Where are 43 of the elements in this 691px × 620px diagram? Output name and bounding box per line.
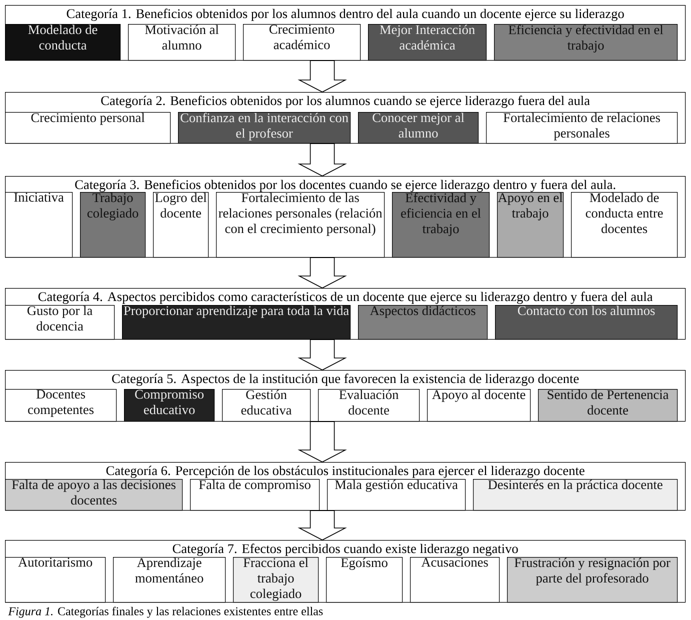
category-cell: Sentido de Pertenencia docente xyxy=(538,389,678,422)
category-cell: Apoyo en el trabajo xyxy=(497,192,564,258)
category-cell: Contacto con los alumnos xyxy=(495,305,678,340)
category-cell: Evaluación docente xyxy=(318,389,420,422)
category-cell: Efectividad y eficiencia en el trabajo xyxy=(392,192,490,258)
category-cell: Confianza en la interacción con el profesor xyxy=(178,112,351,144)
figure-caption: Figura 1. Categorías finales y las relaciones existentes entre ellas xyxy=(8,606,323,618)
category-cell: Autoritarismo xyxy=(5,557,106,603)
category-cell: Gestión educativa xyxy=(222,389,311,422)
category-cell: Crecimiento personal xyxy=(5,112,171,144)
category-cell: Acusaciones xyxy=(410,557,500,603)
category-cell: Frustración y resignación por parte del profesorado xyxy=(507,557,678,603)
category-cell: Logro del docente xyxy=(153,192,209,258)
category-cell: Motivación al alumno xyxy=(128,24,236,61)
category-cell: Eficiencia y efectividad en el trabajo xyxy=(494,24,678,61)
category-cell: Conocer mejor al alumno xyxy=(358,112,479,144)
category-cell: Egoísmo xyxy=(326,557,403,603)
category-cell: Gusto por la docencia xyxy=(5,305,115,340)
category-cell: Compromiso educativo xyxy=(124,389,215,422)
category-cell: Falta de compromiso xyxy=(190,479,320,511)
category-cell: Mejor Interacción académica xyxy=(368,24,487,61)
category-cell: Desinterés en la práctica docente xyxy=(473,479,678,511)
category-cell: Proporcionar aprendizaje para toda la vida xyxy=(122,305,351,340)
category-cell: Fortalecimiento de relaciones personales xyxy=(486,112,678,144)
category-cell: Fortalecimiento de las relaciones personales (relación con el crecimiento personal) xyxy=(216,192,385,258)
block-arrow xyxy=(298,257,347,288)
category-cell: Mala gestión educativa xyxy=(327,479,466,511)
category-cell: Apoyo al docente xyxy=(427,389,531,422)
category-cell: Aprendizaje momentáneo xyxy=(113,557,226,603)
category-cell: Falta de apoyo a las decisiones docentes xyxy=(5,479,183,511)
category-cell: Aspectos didácticos xyxy=(358,305,488,340)
block-arrow xyxy=(298,510,347,540)
category-cell: Crecimiento académico xyxy=(243,24,361,61)
block-arrow xyxy=(298,143,347,176)
category-cell: Modelado de conducta entre docentes xyxy=(571,192,678,258)
category-cell: Fracciona el trabajo colegiado xyxy=(233,557,319,603)
category-cell: Modelado de conducta xyxy=(5,24,121,61)
block-arrow xyxy=(298,60,347,92)
category-cell: Iniciativa xyxy=(5,192,73,258)
block-arrow xyxy=(298,339,347,370)
block-arrow xyxy=(298,421,347,462)
category-cell: Docentes competentes xyxy=(5,389,117,422)
category-cell: Trabajo colegiado xyxy=(80,192,146,258)
